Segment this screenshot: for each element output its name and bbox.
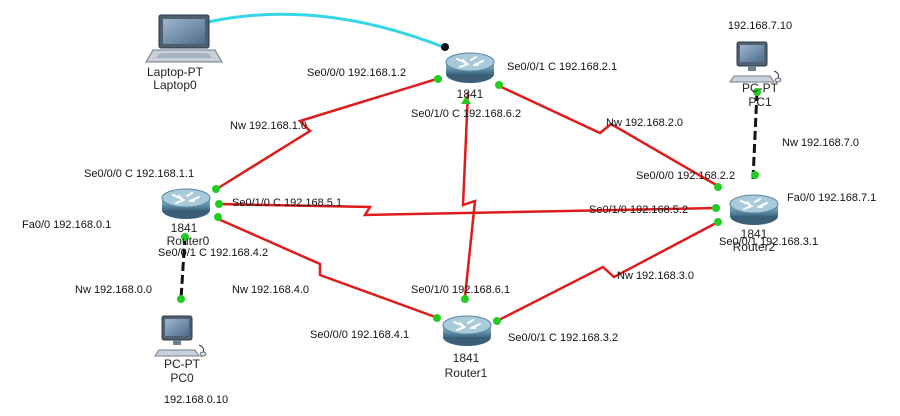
interface-label: Se0/0/0 C 192.168.1.1: [84, 168, 194, 180]
port-dot: [495, 81, 503, 89]
router-icon: [161, 188, 211, 220]
port-dot: [461, 295, 469, 303]
interface-label: Se0/0/1 C 192.168.3.2: [508, 332, 618, 344]
network-label: Nw 192.168.0.0: [75, 284, 152, 296]
pc0-type-label: PC-PT: [164, 357, 201, 371]
port-dot: [493, 317, 501, 325]
serial-link-nw-192-168-4-0[interactable]: [215, 216, 439, 320]
interface-label: Se0/0/1 192.168.3.1: [719, 236, 818, 248]
router0-name-label: Router0: [167, 234, 210, 248]
interface-label: Se0/0/1 C 192.168.4.2: [158, 247, 268, 259]
network-label: Nw 192.168.1.0: [230, 120, 307, 132]
port-dot: [215, 200, 223, 208]
interface-label: Se0/1/0 192.168.5.2: [589, 204, 688, 216]
port-dot: [434, 75, 442, 83]
port-dot: [714, 218, 722, 226]
port-dot: [712, 204, 720, 212]
pc-icon: [154, 315, 207, 358]
router-top-device[interactable]: 1841: [445, 52, 495, 101]
interface-label: Se0/0/1 C 192.168.2.1: [507, 61, 617, 73]
port-dot: [753, 88, 761, 96]
port-dot: [212, 185, 220, 193]
links-layer: [179, 12, 759, 323]
interface-labels: Se0/0/0 192.168.1.2 Se0/0/1 C 192.168.2.…: [22, 61, 876, 344]
interface-label: Se0/1/0 C 192.168.5.1: [232, 197, 342, 209]
network-label: Nw 192.168.2.0: [606, 117, 683, 129]
pc1-ip-label: 192.168.7.10: [728, 20, 792, 32]
pc0-ip-label: 192.168.0.10: [164, 394, 228, 406]
port-dot: [441, 43, 449, 51]
network-labels: Nw 192.168.1.0 Nw 192.168.2.0 Nw 192.168…: [75, 117, 859, 296]
interface-label: Se0/0/0 192.168.4.1: [310, 329, 409, 341]
pc0-name-label: PC0: [170, 371, 194, 385]
interface-label: Fa0/0 192.168.7.1: [787, 192, 876, 204]
network-label: Nw 192.168.7.0: [782, 137, 859, 149]
serial-link-nw-192-168-6-0[interactable]: [461, 91, 477, 298]
port-dot: [433, 314, 441, 322]
router-icon: [729, 194, 779, 226]
router0-device[interactable]: 1841 Router0: [161, 188, 211, 248]
serial-link-nw-192-168-5-0[interactable]: [216, 202, 719, 217]
router-icon: [442, 315, 492, 347]
console-link-laptop0-top[interactable]: [207, 12, 447, 50]
pc-icon: [729, 41, 782, 84]
interface-label: Fa0/0 192.168.0.1: [22, 219, 111, 231]
router2-model-label: 1841: [741, 227, 768, 241]
router-top-model-label: 1841: [457, 87, 484, 101]
router2-name-label: Router2: [733, 240, 776, 254]
port-dot: [214, 213, 222, 221]
network-label: Nw 192.168.4.0: [232, 284, 309, 296]
laptop0-name-label: Laptop0: [153, 78, 197, 92]
copper-link-router0-pc0[interactable]: [179, 235, 187, 300]
port-dot: [177, 295, 185, 303]
router2-device[interactable]: 1841 Router2: [729, 194, 779, 254]
laptop0-device[interactable]: Laptop-PT Laptop0: [145, 14, 223, 92]
pc1-type-label: PC-PT: [742, 81, 779, 95]
serial-link-nw-192-168-2-0[interactable]: [496, 83, 719, 188]
laptop-icon: [145, 14, 223, 63]
copper-link-pc1-router2[interactable]: [751, 91, 759, 180]
interface-label: Se0/1/0 192.168.6.1: [411, 284, 510, 296]
laptop0-type-label: Laptop-PT: [147, 65, 204, 79]
serial-link-nw-192-168-3-0[interactable]: [496, 220, 719, 323]
pc1-device[interactable]: 192.168.7.10 PC-PT PC1: [728, 20, 792, 109]
network-label: Nw 192.168.3.0: [617, 270, 694, 282]
router0-model-label: 1841: [171, 221, 198, 235]
pc1-name-label: PC1: [748, 95, 772, 109]
router-icon: [445, 52, 495, 84]
pc0-device[interactable]: PC-PT PC0 192.168.0.10: [154, 315, 228, 406]
port-dot: [461, 96, 471, 104]
interface-label: Se0/1/0 C 192.168.6.2: [411, 108, 521, 120]
router1-model-label: 1841: [453, 351, 480, 365]
serial-link-nw-192-168-1-0[interactable]: [214, 76, 441, 192]
router1-device[interactable]: 1841 Router1: [442, 315, 492, 380]
interface-label: Se0/0/0 192.168.2.2: [636, 170, 735, 182]
port-dot: [714, 183, 722, 191]
port-dot: [751, 171, 759, 179]
port-dot: [181, 233, 189, 241]
router1-name-label: Router1: [445, 366, 488, 380]
interface-label: Se0/0/0 192.168.1.2: [307, 67, 406, 79]
port-status-layer: [177, 43, 761, 325]
